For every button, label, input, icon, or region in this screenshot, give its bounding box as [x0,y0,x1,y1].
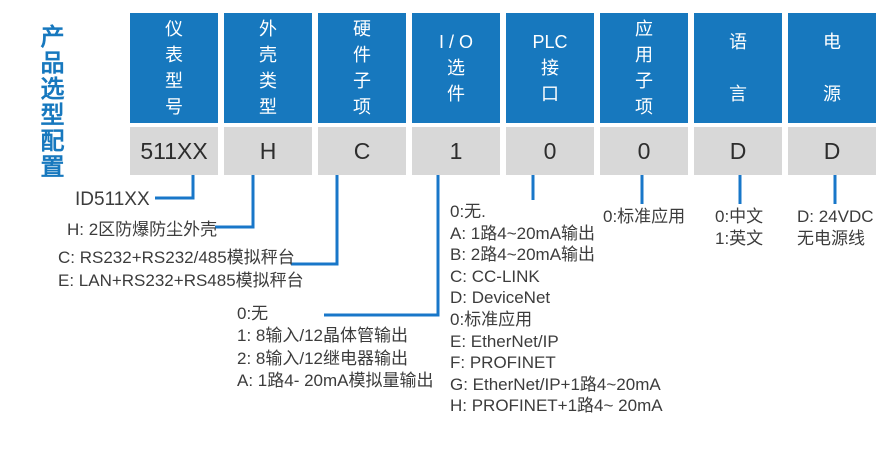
column-plc-interface: PLC 接 口 0 [506,13,594,175]
page-title: 产品选型配置 [36,24,63,180]
value-io-options: 1 [412,127,500,175]
note-plc-interface: 0:无. A: 1路4~20mA输出 B: 2路4~20mA输出 C: CC-L… [450,202,663,416]
header-plc-interface: PLC 接 口 [506,13,594,123]
header-application-subitem: 应 用 子 项 [600,13,688,123]
column-language: 语 言 D [694,13,782,175]
value-language: D [694,127,782,175]
note-instrument-model: ID511XX [75,189,150,210]
value-plc-interface: 0 [506,127,594,175]
note-application-subitem: 0:标准应用 [603,207,686,226]
note-power: D: 24VDC 无电源线 [797,207,874,248]
note-enclosure-type: H: 2区防爆防尘外壳 [67,220,218,239]
header-io-options: I / O 选 件 [412,13,500,123]
column-io-options: I / O 选 件 1 [412,13,500,175]
value-application-subitem: 0 [600,127,688,175]
header-enclosure-type: 外 壳 类 型 [224,13,312,123]
connector-enclosure-type [215,175,255,229]
connector-hardware-subitem [291,175,339,266]
note-io-options: 0:无 1: 8输入/12晶体管输出 2: 8输入/12继电器输出 A: 1路4… [237,304,434,391]
connector-io-options [324,175,440,317]
header-hardware-subitem: 硬 件 子 项 [318,13,406,123]
header-instrument-model: 仪 表 型 号 [130,13,218,123]
column-enclosure-type: 外 壳 类 型 H [224,13,312,175]
column-instrument-model: 仪 表 型 号 511XX [130,13,218,175]
note-language: 0:中文 1:英文 [715,207,764,248]
connector-instrument-model [155,175,195,200]
column-power: 电 源 D [788,13,876,175]
value-hardware-subitem: C [318,127,406,175]
model-code-table: 仪 表 型 号 511XX 外 壳 类 型 H 硬 件 子 项 C I / O … [130,13,876,175]
column-application-subitem: 应 用 子 项 0 [600,13,688,175]
note-hardware-subitem: C: RS232+RS232/485模拟秤台 E: LAN+RS232+RS48… [58,248,304,290]
header-power: 电 源 [788,13,876,123]
value-power: D [788,127,876,175]
value-instrument-model: 511XX [130,127,218,175]
column-hardware-subitem: 硬 件 子 项 C [318,13,406,175]
value-enclosure-type: H [224,127,312,175]
header-language: 语 言 [694,13,782,123]
